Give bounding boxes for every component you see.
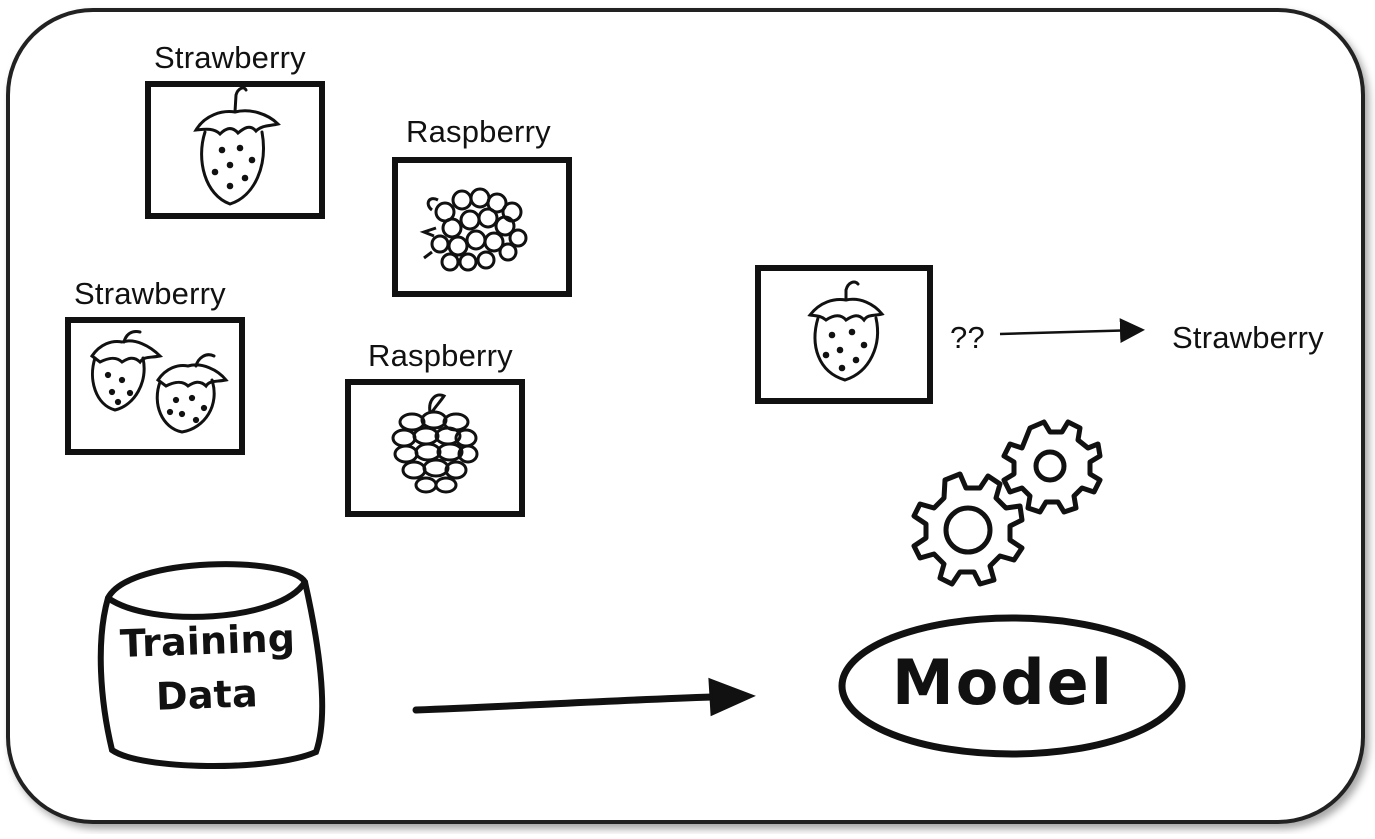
training-image-1 <box>145 81 325 219</box>
training-arrow <box>412 677 756 717</box>
query-image <box>755 265 933 404</box>
prediction-label: Strawberry <box>1172 320 1324 355</box>
model-label: Model <box>892 646 1114 719</box>
single-strawberry-icon <box>193 86 281 206</box>
training-image-label-3: Strawberry <box>74 276 226 311</box>
training-image-label-2: Raspberry <box>406 114 551 149</box>
training-image-4 <box>345 379 525 517</box>
training-image-label-1: Strawberry <box>154 40 306 75</box>
strawberry-icon <box>807 280 885 382</box>
two-strawberries-icon <box>89 330 229 434</box>
cylinder-icon <box>97 561 326 770</box>
training-image-3 <box>65 317 245 455</box>
training-image-2 <box>392 157 572 297</box>
model-ellipse <box>838 614 1186 758</box>
prediction-arrow <box>999 318 1145 344</box>
training-data-line-1: Training <box>119 615 296 667</box>
training-image-label-4: Raspberry <box>368 338 513 373</box>
gears-icon <box>911 419 1103 587</box>
unknown-label: ?? <box>950 320 985 355</box>
raspberry-icon <box>391 393 479 494</box>
raspberry-icon <box>419 187 528 272</box>
training-data-line-2: Data <box>155 671 259 719</box>
